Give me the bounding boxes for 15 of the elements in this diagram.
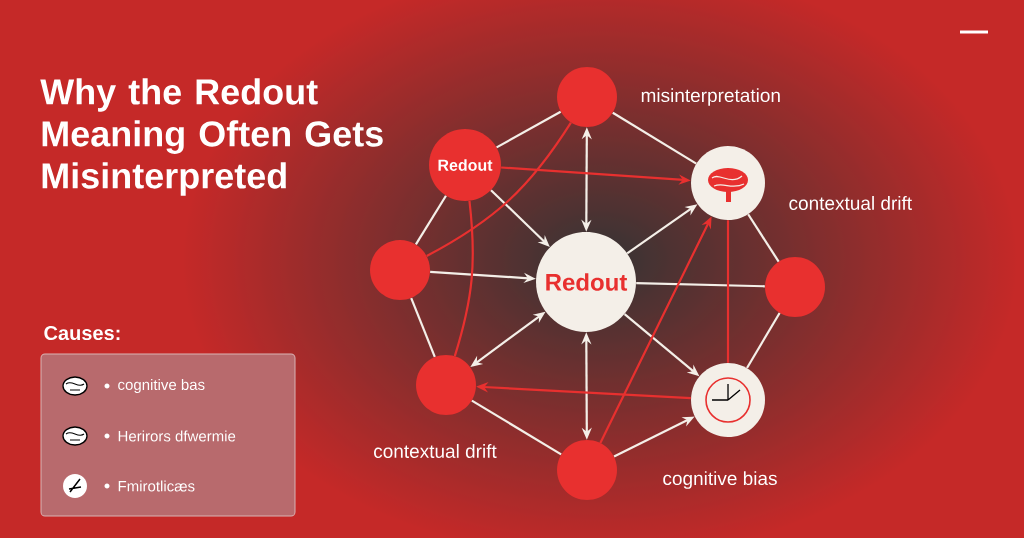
text-label: cognitive bias (663, 471, 777, 489)
heading: Causes: (44, 325, 120, 341)
circle-node (691, 363, 765, 437)
node-caption: misinterpretation (641, 88, 780, 106)
text-label: contextual drift (374, 444, 497, 458)
circle-node (557, 67, 617, 127)
legend-text: cognitive bas (118, 379, 205, 393)
title: Why the Redout Meaning Often Gets Misinterpreted (40, 78, 383, 196)
legend-text: Fmirotlicæs (118, 480, 195, 492)
legend-text: Herirors dfwermie (118, 430, 236, 442)
circle-node (765, 257, 825, 317)
circle-node (370, 240, 430, 300)
circle-node (557, 440, 617, 500)
node-caption: contextual drift (789, 196, 912, 210)
circle-node (416, 355, 476, 415)
